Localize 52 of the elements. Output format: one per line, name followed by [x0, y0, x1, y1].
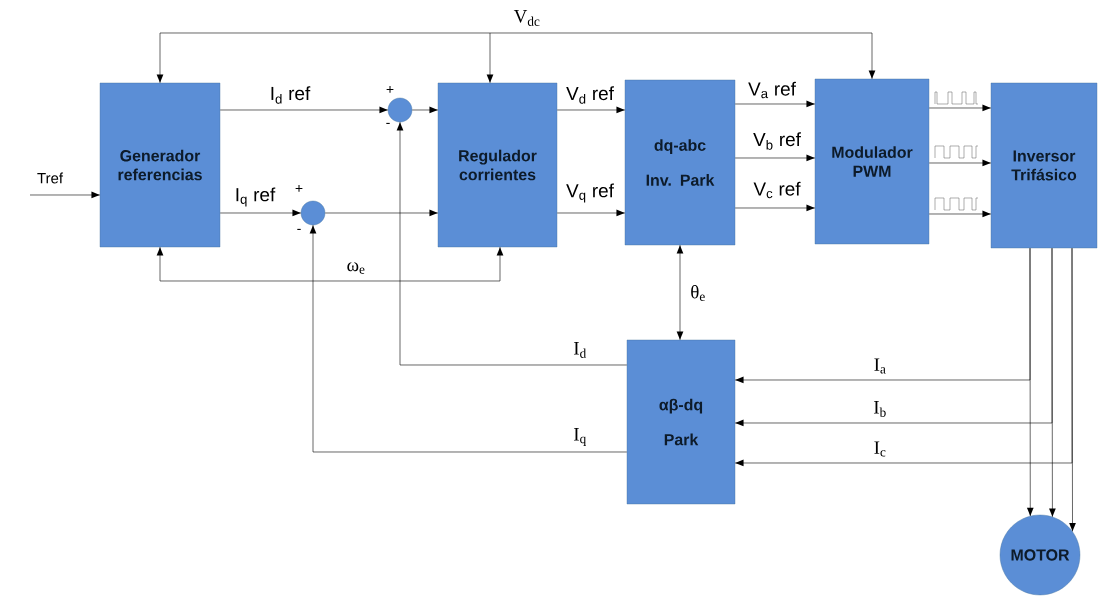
arrow [324, 209, 439, 217]
arrow [1049, 247, 1056, 518]
arrow [676, 244, 684, 341]
arrow [309, 224, 628, 453]
process-box: Generador referencias [99, 82, 221, 248]
sign-label: + [295, 184, 303, 192]
edge-label: I$_{q}$ [572, 427, 588, 447]
arrow [411, 106, 439, 114]
edge-label: I$_{d}$ [572, 341, 588, 359]
edge-label: I$_{c}$ [872, 440, 888, 458]
process-box: dq-abc Inv. Park [624, 79, 736, 246]
sign-label: - [297, 228, 301, 230]
arrow [329, 246, 504, 282]
arrow [396, 121, 628, 366]
arrow [1026, 247, 1034, 517]
arrow [734, 154, 816, 162]
edge-label: I$_{d}$ ref [268, 85, 312, 105]
edge-label: I$_{a}$ [872, 357, 888, 375]
process-box: Inversor Trifásico [990, 82, 1098, 249]
arrow [156, 246, 331, 282]
edge-label: V$_{d}$ ref [565, 85, 615, 105]
arrow [219, 209, 302, 217]
sign-label: - [386, 122, 390, 124]
process-box: Modulador PWM [814, 78, 930, 245]
edge-label: V$_{b}$ ref [752, 131, 802, 151]
edge-label: V$_{q}$ ref [565, 182, 615, 204]
edge-label: θ$_{e}$ [689, 284, 707, 302]
arrow [1069, 247, 1076, 532]
edge-label: I$_{b}$ [872, 400, 888, 418]
edge-label: Tref [36, 171, 64, 185]
arrow [928, 104, 992, 112]
arrow [928, 159, 992, 167]
arrow [734, 204, 816, 212]
sign-label: + [386, 85, 394, 93]
arrow [219, 106, 389, 114]
arrow [29, 191, 101, 199]
process-box: αβ-dq Park [626, 339, 736, 505]
edge-label: ω$_{e}$ [345, 261, 367, 275]
edge-label: V$_{c}$ ref [752, 180, 802, 200]
arrow [556, 209, 626, 217]
process-box: Regulador corrientes [437, 82, 558, 248]
summing-junction [300, 200, 326, 226]
edge-label: V$_{dc}$ [512, 9, 542, 27]
arrow [489, 32, 876, 80]
arrow [156, 32, 491, 84]
arrow [928, 210, 992, 218]
edge-label: I$_{q}$ ref [233, 186, 277, 208]
edge-label: V$_{a}$ ref [747, 80, 797, 100]
arrow [486, 32, 494, 84]
arrow [556, 106, 626, 114]
summing-junction [387, 97, 413, 123]
arrow [734, 100, 816, 108]
